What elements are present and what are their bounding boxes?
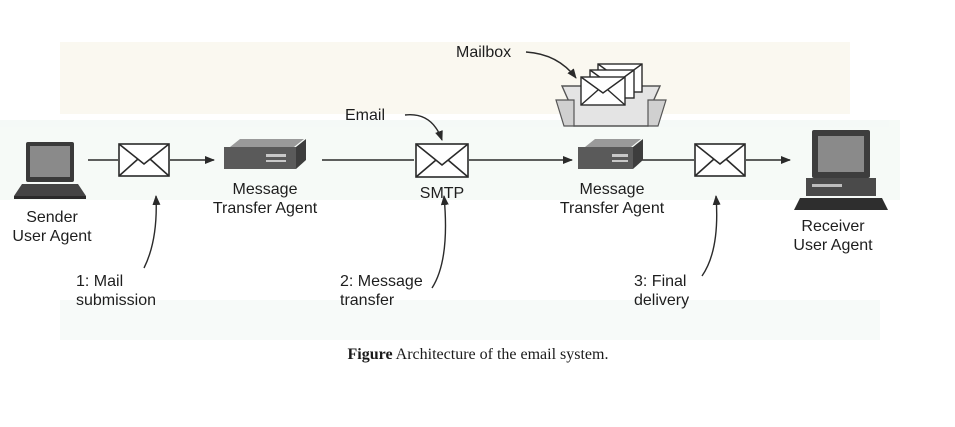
caption-prefix: Figure [347, 346, 393, 363]
email-label: Email [345, 107, 386, 124]
figure-caption: Figure Architecture of the email system. [348, 346, 609, 364]
step3-label: 3: Final delivery [634, 273, 690, 309]
mta-right-label: Message Transfer Agent [559, 181, 665, 217]
envelope-icon [118, 143, 170, 177]
sender-label: Sender User Agent [12, 209, 92, 245]
mailbox-pointer-arrow [525, 51, 577, 79]
mailbox-label: Mailbox [456, 44, 512, 61]
step1-label: 1: Mail submission [76, 273, 157, 309]
envelope-icon [415, 143, 469, 178]
mta-device-icon [578, 139, 643, 169]
laptop-icon [14, 142, 86, 199]
smtp-label: SMTP [419, 185, 465, 202]
step2-label: 2: Message transfer [340, 273, 423, 309]
email-pointer-arrow [404, 114, 443, 141]
receiver-label: Receiver User Agent [793, 218, 873, 254]
caption-text: Architecture of the email system. [392, 346, 609, 363]
mailbox-icon [555, 63, 667, 127]
mta-left-label: Message Transfer Agent [212, 181, 318, 217]
step-connectors [143, 195, 721, 289]
mta-device-icon [224, 139, 306, 169]
desktop-computer-icon [794, 130, 888, 210]
envelope-icon [694, 143, 746, 177]
